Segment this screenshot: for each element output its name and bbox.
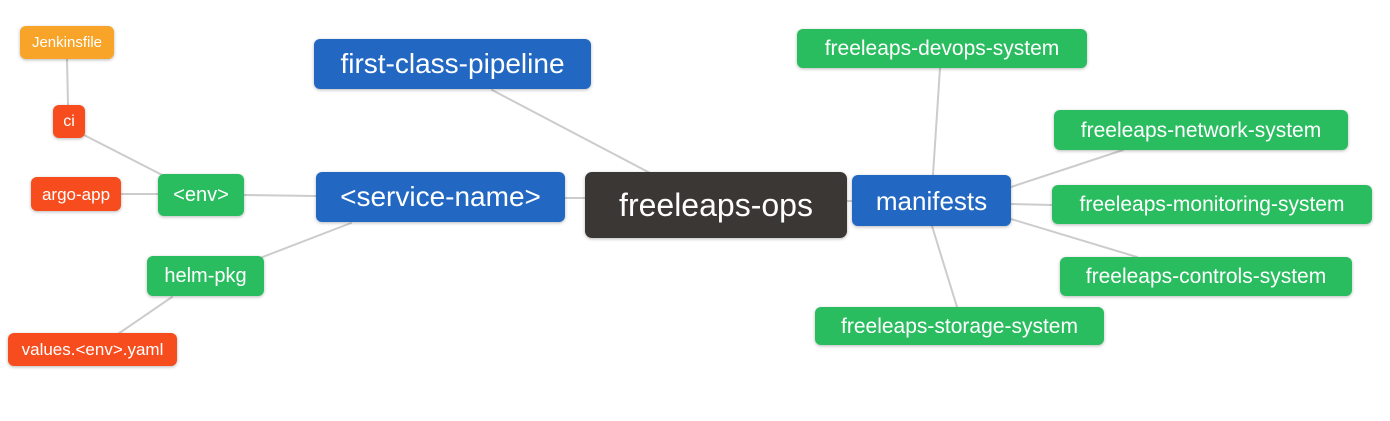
node-manifests[interactable]: manifests: [852, 175, 1011, 226]
edge-manifests-network: [1010, 149, 1124, 188]
edge-manifests-storage: [931, 225, 958, 308]
edge-manifests-controls: [1010, 218, 1138, 258]
node-freeleaps-devops-system[interactable]: freeleaps-devops-system: [797, 29, 1087, 68]
edge-pipeline-freeleaps-ops: [491, 89, 651, 174]
edge-values-helm-pkg: [117, 296, 173, 335]
node-values-env-yaml[interactable]: values.<env>.yaml: [8, 333, 177, 366]
edge-helm-pkg-service-name: [259, 222, 352, 259]
node-freeleaps-network-system[interactable]: freeleaps-network-system: [1054, 110, 1348, 150]
node-freeleaps-ops-root[interactable]: freeleaps-ops: [585, 172, 847, 238]
edge-env-service-name: [243, 194, 317, 197]
edge-jenkinsfile-ci: [66, 58, 69, 106]
node-freeleaps-controls-system[interactable]: freeleaps-controls-system: [1060, 257, 1352, 296]
node-freeleaps-storage-system[interactable]: freeleaps-storage-system: [815, 307, 1104, 345]
node-freeleaps-monitoring-system[interactable]: freeleaps-monitoring-system: [1052, 185, 1372, 224]
node-helm-pkg[interactable]: helm-pkg: [147, 256, 264, 296]
node-service-name[interactable]: <service-name>: [316, 172, 565, 222]
node-ci[interactable]: ci: [53, 105, 85, 138]
node-jenkinsfile[interactable]: Jenkinsfile: [20, 26, 114, 59]
node-first-class-pipeline[interactable]: first-class-pipeline: [314, 39, 591, 89]
edge-manifests-devops: [932, 67, 941, 176]
edge-ci-env: [83, 134, 167, 178]
edge-manifests-monitoring: [1010, 203, 1053, 206]
node-env[interactable]: <env>: [158, 174, 244, 216]
node-argo-app[interactable]: argo-app: [31, 177, 121, 211]
